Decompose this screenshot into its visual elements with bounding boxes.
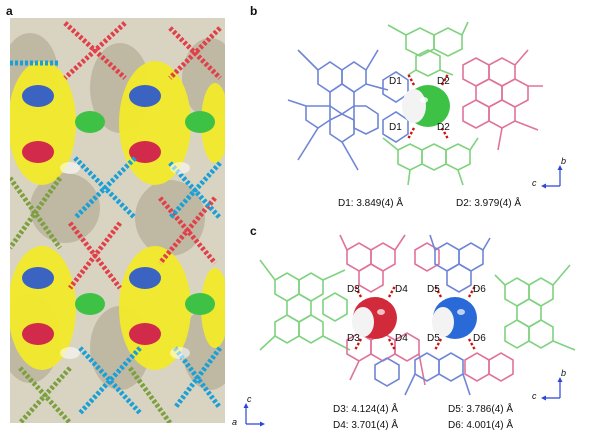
- panel-b-axis-arrow-icon: [541, 165, 563, 189]
- panel-a-axis-c-label: c: [247, 394, 252, 404]
- panel-a-axis-arrow-icon: [243, 403, 265, 427]
- panel-c-label-d5-bottom: D5: [427, 333, 440, 344]
- panel-c-letter: c: [250, 224, 257, 238]
- panel-c-measurement-d5: D5: 3.786(4) Å: [448, 404, 514, 415]
- panel-b-measurement-d2: D2: 3.979(4) Å: [456, 198, 522, 209]
- panel-c-label-d4-top: D4: [395, 284, 408, 295]
- panel-b-letter: b: [250, 4, 258, 18]
- panel-b-label-d1-bottom: D1: [389, 122, 402, 133]
- panel-a-crystal-image: [10, 18, 225, 423]
- panel-c-label-d4-bottom: D4: [395, 333, 408, 344]
- panel-c-label-d6-bottom: D6: [473, 333, 486, 344]
- panel-b-measurement-d1: D1: 3.849(4) Å: [338, 198, 404, 209]
- panel-c-axis-c-label: c: [532, 391, 537, 401]
- panel-c-label-d6-top: D6: [473, 284, 486, 295]
- panel-c-measurement-d6: D6: 4.001(4) Å: [448, 420, 514, 431]
- panel-a-axis-a-label: a: [232, 417, 238, 427]
- panel-c-label-d5-top: D5: [427, 284, 440, 295]
- panel-a-letter: a: [6, 4, 13, 18]
- panel-c-axis-arrow-icon: [541, 377, 563, 401]
- panel-c-measurement-d3: D3: 4.124(4) Å: [333, 404, 399, 415]
- panel-b-axis-c-label: c: [532, 178, 537, 188]
- panel-b-structure-image: [287, 21, 543, 186]
- panel-c-structure-image: [259, 234, 576, 396]
- panel-b-label-d2-bottom: D2: [437, 122, 450, 133]
- panel-b-label-d2-top: D2: [437, 76, 450, 87]
- panel-c-axis-b-label: b: [561, 368, 567, 378]
- panel-b-axis-b-label: b: [561, 156, 567, 166]
- panel-c-label-d3-bottom: D3: [347, 333, 360, 344]
- panel-c-measurement-d4: D4: 3.701(4) Å: [333, 420, 399, 431]
- panel-c-label-d3-top: D3: [347, 284, 360, 295]
- panel-b-label-d1-top: D1: [389, 76, 402, 87]
